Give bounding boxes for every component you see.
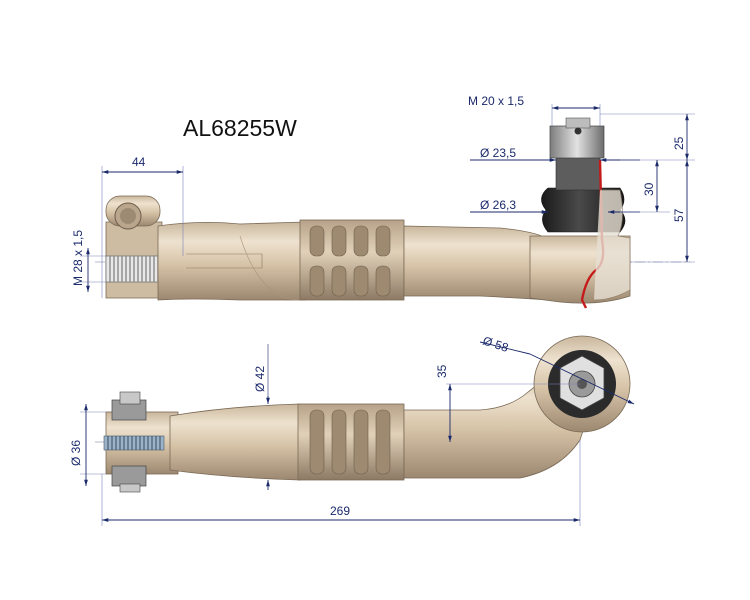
dim-length-269: 269 bbox=[330, 504, 350, 518]
dim-thread-shank: M 28 x 1,5 bbox=[71, 230, 85, 286]
top-body-tube bbox=[157, 221, 306, 301]
dim-diam-58: Ø 58 bbox=[481, 334, 510, 355]
top-view: M 20 x 1,5 Ø 23,5 Ø 26,3 25 30 57 44 M 2… bbox=[71, 94, 695, 309]
bottom-grip bbox=[297, 403, 405, 481]
dim-diam-26-3: Ø 26,3 bbox=[480, 198, 516, 212]
dim-height-57: 57 bbox=[672, 208, 686, 222]
dim-diam-23-5: Ø 23,5 bbox=[480, 146, 516, 160]
clamp-bolts bbox=[103, 391, 179, 493]
stud-and-nut bbox=[549, 117, 605, 191]
bottom-head-eye bbox=[533, 335, 631, 433]
top-grip bbox=[299, 219, 405, 301]
dim-diam-42: Ø 42 bbox=[253, 366, 267, 392]
dim-diam-36: Ø 36 bbox=[69, 440, 83, 466]
dim-height-25: 25 bbox=[672, 136, 686, 150]
dim-offset-35: 35 bbox=[435, 364, 449, 378]
dim-thread-stud: M 20 x 1,5 bbox=[468, 94, 524, 108]
part-number: AL68255W bbox=[183, 115, 297, 141]
bottom-body-tube bbox=[169, 403, 301, 481]
dim-height-30: 30 bbox=[642, 182, 656, 196]
clamp-eye bbox=[105, 195, 163, 299]
dim-clamp-44: 44 bbox=[132, 155, 146, 169]
top-neck bbox=[403, 225, 549, 301]
bottom-view: Ø 58 35 Ø 42 Ø 36 269 bbox=[69, 334, 635, 526]
